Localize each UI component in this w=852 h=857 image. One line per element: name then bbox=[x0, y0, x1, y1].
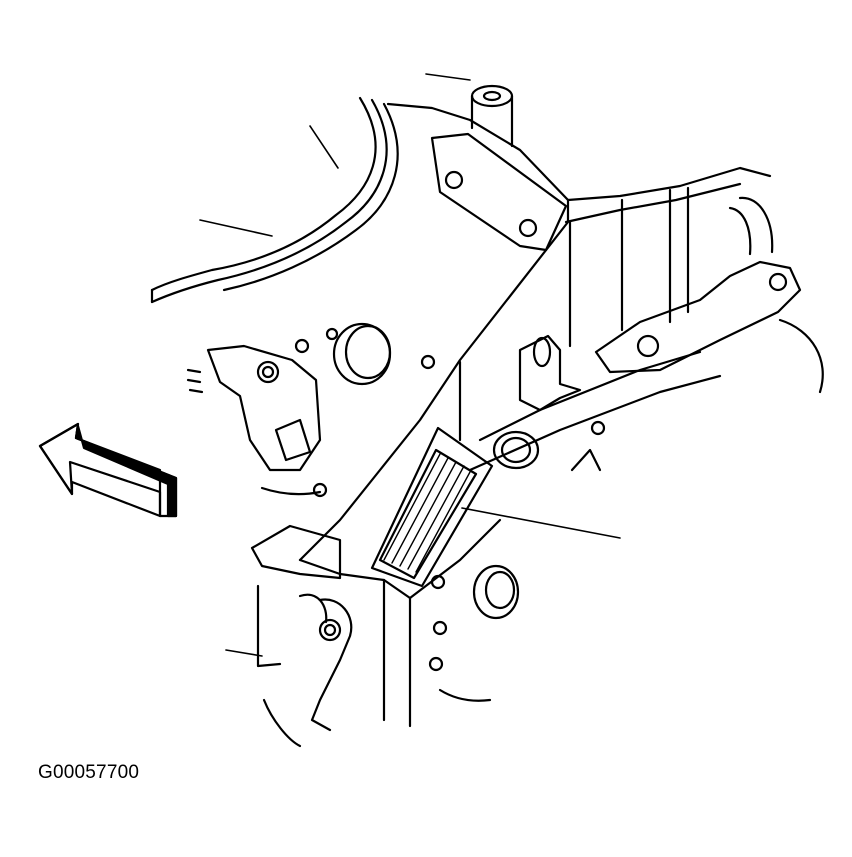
leader-lines bbox=[199, 73, 621, 657]
engine-block-face bbox=[294, 84, 772, 562]
arrow-left-icon bbox=[38, 422, 178, 518]
figure-id-label: G00057700 bbox=[38, 762, 140, 783]
timing-cover-edge bbox=[150, 96, 399, 304]
hatched-seal-area bbox=[370, 426, 494, 588]
lower-block bbox=[250, 482, 520, 748]
left-bracket bbox=[186, 344, 322, 496]
right-rail bbox=[468, 196, 824, 472]
